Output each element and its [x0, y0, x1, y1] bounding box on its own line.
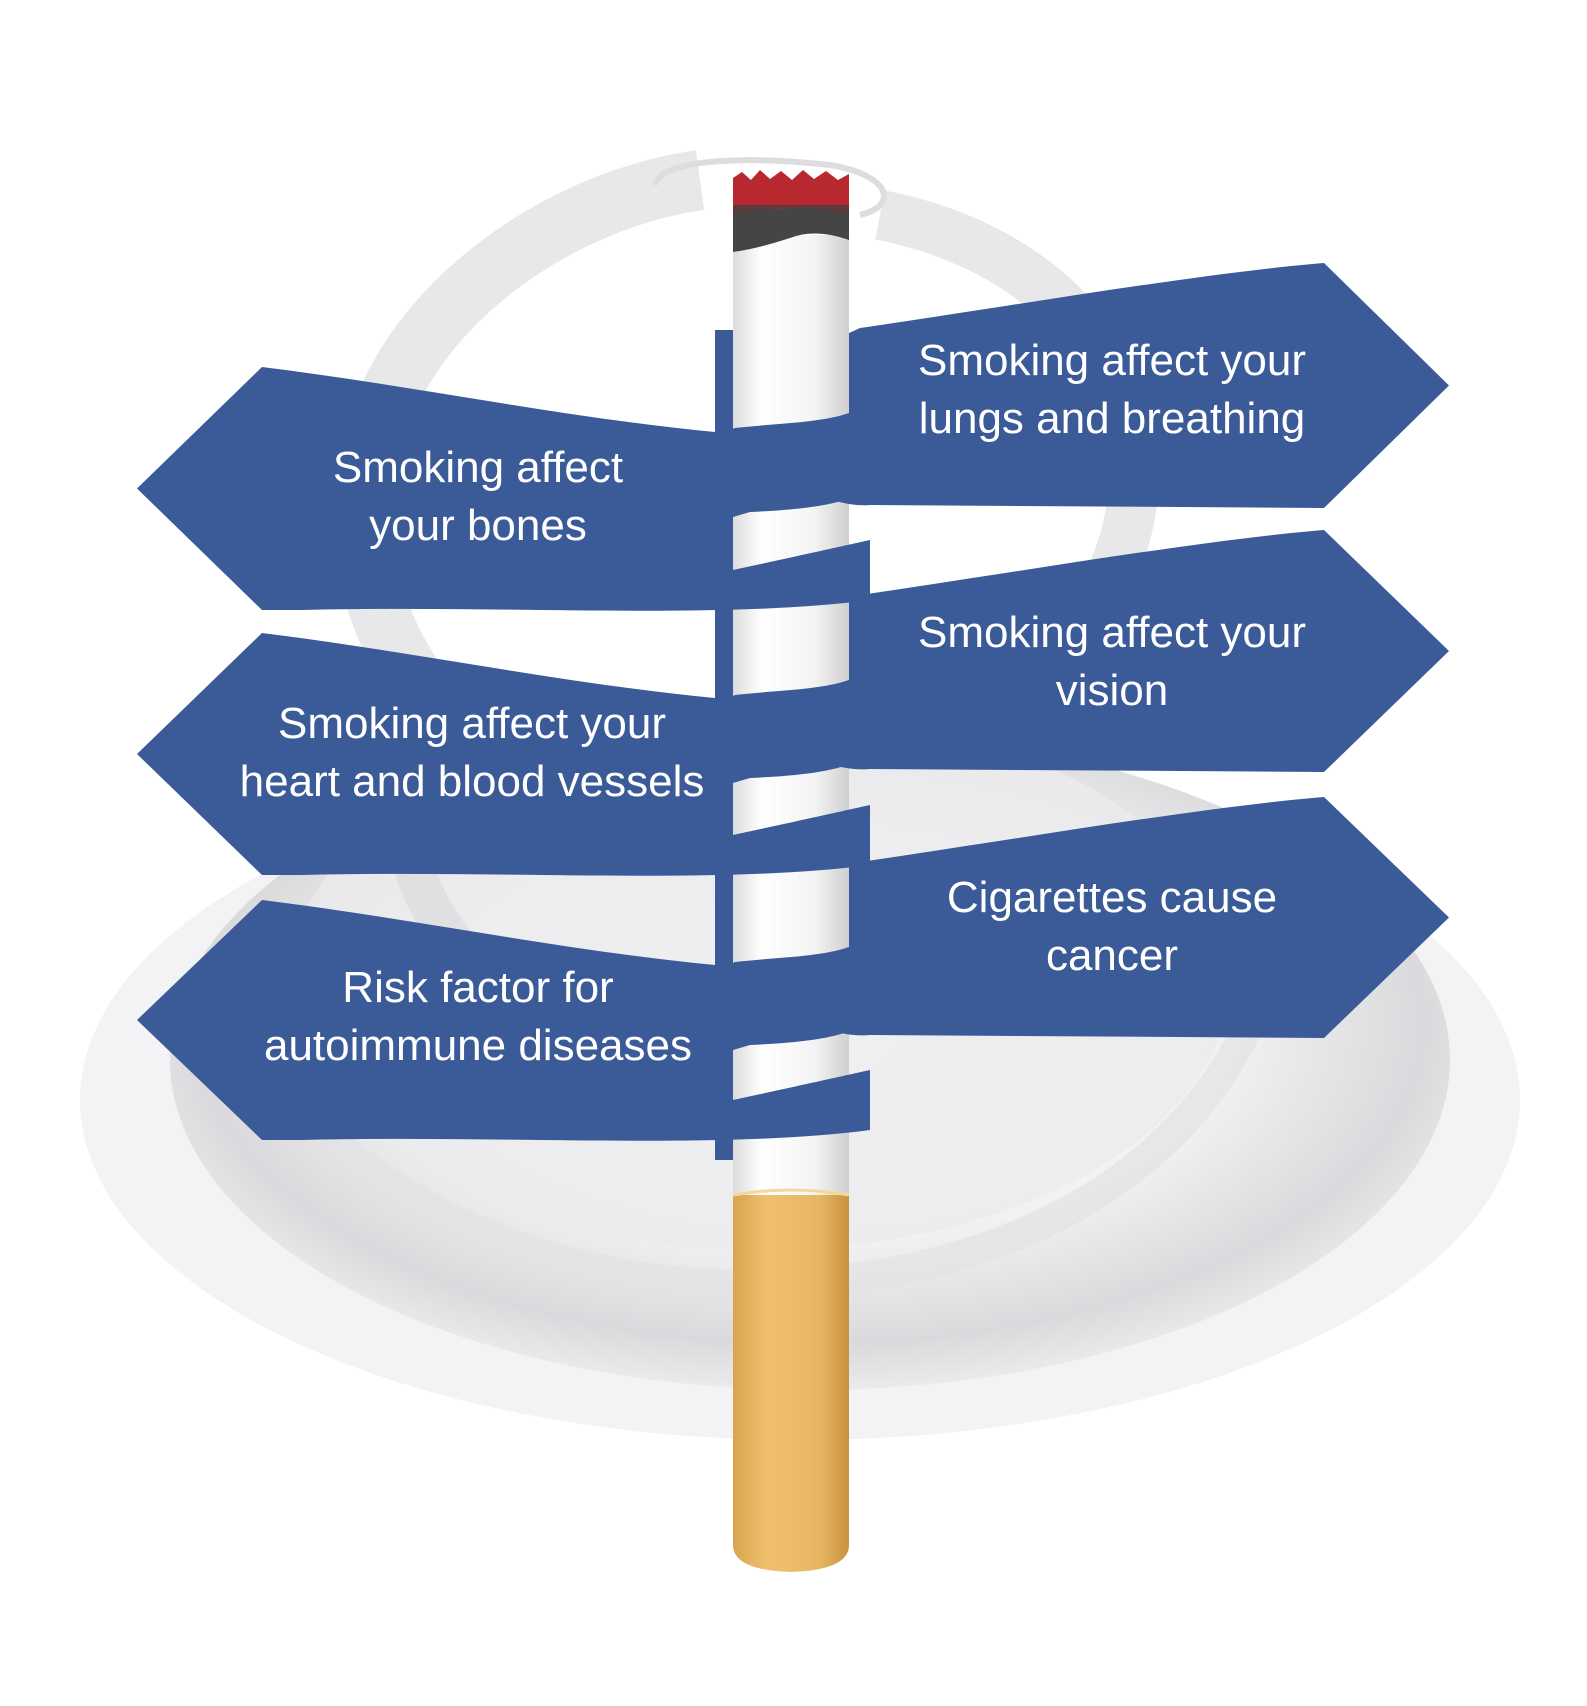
- sign-right-3-label-line-1: Cigarettes cause: [947, 873, 1277, 922]
- sign-right-1-label: Smoking affect your lungs and breathing: [918, 336, 1306, 443]
- sign-right-1: [722, 263, 1449, 508]
- sign-right-1-label-line-2: lungs and breathing: [919, 394, 1306, 443]
- sign-left-1-label-line-1: Smoking affect: [333, 443, 623, 492]
- sign-left-1-label-line-2: your bones: [369, 501, 587, 550]
- sign-left-2-label-line-2: heart and blood vessels: [240, 757, 705, 806]
- sign-right-2-label-line-2: vision: [1056, 666, 1169, 715]
- sign-left-1: [137, 367, 870, 611]
- sign-right-3-label-line-2: cancer: [1046, 931, 1178, 980]
- sign-left-2: [137, 633, 870, 876]
- sign-right-3-label: Cigarettes cause cancer: [947, 873, 1277, 980]
- ash-tip: [733, 205, 849, 252]
- sign-right-3: [722, 797, 1449, 1038]
- sign-left-3-label-line-1: Risk factor for: [342, 963, 613, 1012]
- sign-left-3-label: Risk factor for autoimmune diseases: [264, 963, 692, 1070]
- cigarette-filter: [733, 1195, 849, 1572]
- sign-left-2-label-line-1: Smoking affect your: [278, 699, 666, 748]
- sign-right-2-label: Smoking affect your vision: [918, 608, 1306, 715]
- sign-left-2-label: Smoking affect your heart and blood vesse…: [240, 699, 705, 806]
- sign-right-2: [722, 530, 1449, 772]
- sign-right-1-label-line-1: Smoking affect your: [918, 336, 1306, 385]
- ember: [733, 170, 849, 210]
- sign-left-3: [137, 900, 870, 1141]
- sign-right-2-label-line-1: Smoking affect your: [918, 608, 1306, 657]
- sign-left-3-label-line-2: autoimmune diseases: [264, 1021, 692, 1070]
- sign-left-1-label: Smoking affect your bones: [333, 443, 623, 550]
